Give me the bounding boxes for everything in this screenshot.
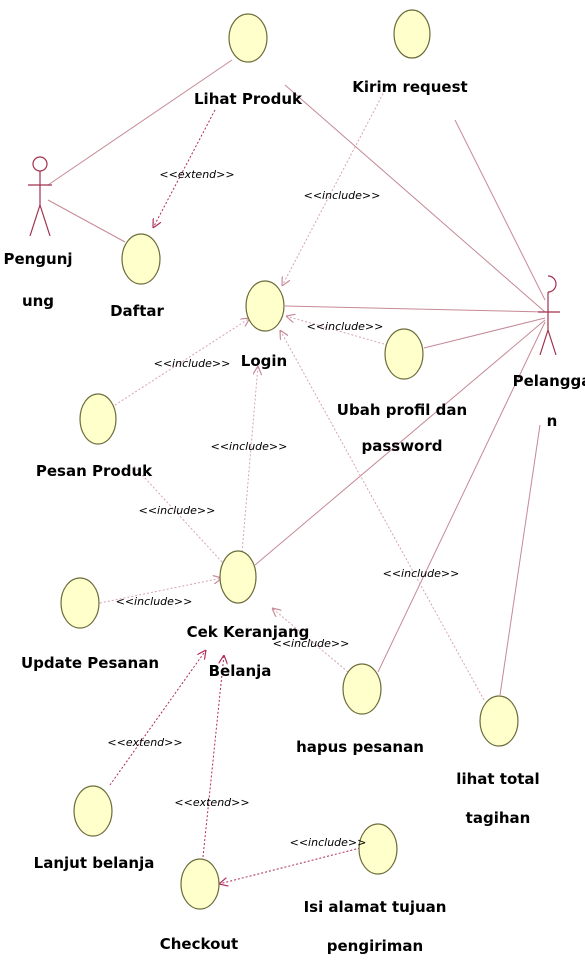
include-cek-keranjang-pesan-produk xyxy=(132,464,223,563)
include-kirim-request-login xyxy=(282,89,386,286)
use-case-lihat-total: lihat total tagihan xyxy=(456,695,540,827)
associations xyxy=(47,59,546,696)
daftar-label: Daftar xyxy=(110,302,164,320)
stereo-include-hapus-pesanan: <<include>> xyxy=(273,637,350,650)
stereo-include-lihat-total: <<include>> xyxy=(383,567,460,580)
stereotype-labels: <<extend>> <<include>> <<include>> <<inc… xyxy=(107,168,459,849)
stereo-extend-daftar: <<extend>> xyxy=(159,168,234,181)
assoc-pelanggan-ubah-profil xyxy=(423,317,546,349)
use-case-pesan-produk: Pesan Produk xyxy=(36,393,153,480)
lihat-total-label-line1: lihat total xyxy=(456,770,539,788)
include-pesan-produk-login xyxy=(114,318,250,406)
assoc-pelanggan-hapus-pesanan xyxy=(377,321,546,673)
assoc-pengunjung-lihat-produk xyxy=(47,59,233,186)
use-case-checkout: Checkout xyxy=(160,858,238,953)
include-cek-keranjang-login xyxy=(241,366,258,553)
dependencies xyxy=(99,89,485,884)
use-case-kirim-request: Kirim request xyxy=(352,9,468,96)
include-lihat-total-login xyxy=(280,330,485,701)
use-case-lanjut-belanja: Lanjut belanja xyxy=(34,785,155,872)
use-case-isi-alamat: Isi alamat tujuan pengiriman xyxy=(304,823,447,955)
assoc-pelanggan-lihat-total xyxy=(499,424,541,696)
hapus-pesanan-label: hapus pesanan xyxy=(296,738,424,756)
assoc-pelanggan-lihat-produk xyxy=(284,84,546,313)
actor-pelanggan: Pelangga n xyxy=(513,275,585,430)
assoc-pelanggan-login xyxy=(284,305,546,313)
cek-keranjang-label-line2: Belanja xyxy=(209,662,272,680)
use-case-ubah-profil: Ubah profil dan password xyxy=(337,328,467,455)
assoc-pelanggan-cek-keranjang xyxy=(254,319,546,566)
assoc-pelanggan-kirim-request xyxy=(454,119,546,301)
stereo-include-ubah-profil: <<include>> xyxy=(307,320,384,333)
stereo-include-update-pesanan: <<include>> xyxy=(116,595,193,608)
stereo-include-pesan-produk-login: <<include>> xyxy=(154,357,231,370)
cek-keranjang-label-line1: Cek Keranjang xyxy=(187,623,310,641)
update-pesanan-label: Update Pesanan xyxy=(21,654,159,672)
kirim-request-label: Kirim request xyxy=(352,78,467,96)
include-isi-alamat-checkout xyxy=(219,847,361,884)
lanjut-belanja-label: Lanjut belanja xyxy=(34,854,155,872)
stick-figure-icon xyxy=(28,156,52,237)
lihat-total-label-line2: tagihan xyxy=(466,809,531,827)
include-update-pesanan-cek-keranjang xyxy=(99,578,222,604)
actor-pengunjung-label-line1: Pengunj xyxy=(3,250,72,268)
login-label: Login xyxy=(241,352,287,370)
stereo-include-kirim-request: <<include>> xyxy=(304,189,381,202)
actor-pengunjung: Pengunj ung xyxy=(3,156,73,310)
lihat-produk-label: Lihat Produk xyxy=(194,90,303,108)
use-case-lihat-produk: Lihat Produk xyxy=(194,13,303,108)
checkout-label: Checkout xyxy=(160,935,238,953)
actor-pelanggan-label-line2: n xyxy=(547,412,558,430)
use-case-hapus-pesanan: hapus pesanan xyxy=(296,663,424,756)
use-case-update-pesanan: Update Pesanan xyxy=(21,577,159,672)
use-case-cek-keranjang: Cek Keranjang Belanja xyxy=(187,550,310,680)
stereo-include-isi-alamat: <<include>> xyxy=(290,836,367,849)
isi-alamat-label-line2: pengiriman xyxy=(327,937,423,955)
ubah-profil-label-line2: password xyxy=(361,437,442,455)
stereo-include-pesan-produk: <<include>> xyxy=(139,504,216,517)
stereo-include-cek-keranjang-login: <<include>> xyxy=(211,440,288,453)
include-hapus-pesanan-cek-keranjang xyxy=(272,608,349,673)
actor-pengunjung-label-line2: ung xyxy=(22,292,54,310)
actor-pelanggan-label-line1: Pelangga xyxy=(513,372,585,390)
stereo-extend-checkout: <<extend>> xyxy=(174,796,249,809)
assoc-pengunjung-daftar xyxy=(47,199,126,243)
ubah-profil-label-line1: Ubah profil dan xyxy=(337,401,467,419)
isi-alamat-label-line1: Isi alamat tujuan xyxy=(304,898,447,916)
extend-checkout-cek-keranjang xyxy=(202,655,224,858)
use-case-login: Login xyxy=(241,280,287,370)
pesan-produk-label: Pesan Produk xyxy=(36,462,153,480)
use-case-daftar: Daftar xyxy=(110,233,164,320)
include-ubah-profil-login xyxy=(286,316,385,345)
stick-figure-icon xyxy=(538,275,560,356)
stereo-extend-lanjut-belanja: <<extend>> xyxy=(107,736,182,749)
